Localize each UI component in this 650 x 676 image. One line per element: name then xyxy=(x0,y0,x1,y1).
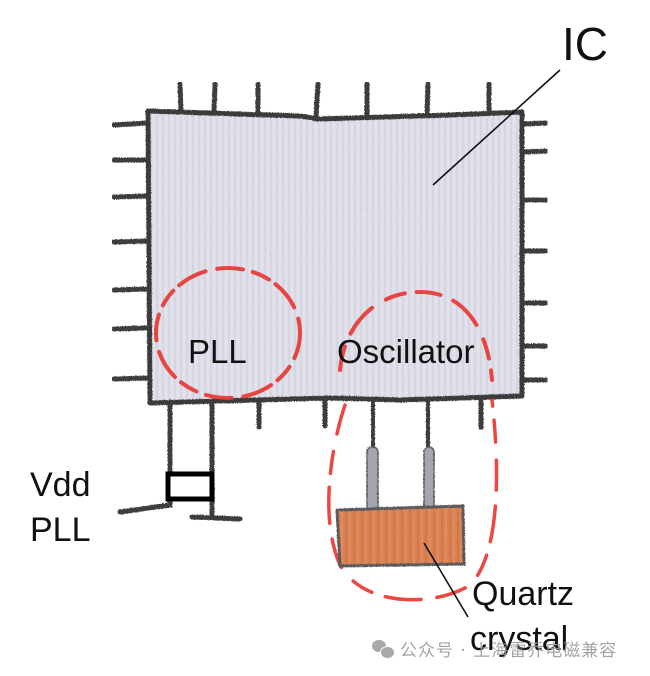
vdd-pll-label-line2: PLL xyxy=(30,511,91,549)
quartz-crystal-label-line1: Quartz xyxy=(472,575,574,613)
crystal-highlight-circle xyxy=(327,398,499,602)
pin xyxy=(211,81,218,115)
ic-chip-body xyxy=(145,108,525,406)
crystal-leads xyxy=(366,398,435,512)
pin xyxy=(111,325,151,332)
watermark: 公众号 · 上海雷乔电磁兼容 xyxy=(372,636,617,661)
ferrite-bead xyxy=(165,471,215,502)
quartz-crystal-label-line2: crystal xyxy=(470,620,568,658)
pin xyxy=(521,120,549,127)
pin xyxy=(111,238,153,245)
pin xyxy=(111,286,151,293)
watermark-text: 公众号 · 上海雷乔电磁兼容 xyxy=(400,641,618,661)
oscillator-highlight-circle xyxy=(338,289,494,382)
right-pins xyxy=(519,120,549,383)
pin xyxy=(111,193,151,200)
pin xyxy=(521,148,549,155)
pll-label: PLL xyxy=(188,333,247,370)
pin xyxy=(111,120,151,128)
vdd-pll-label-line1: Vdd xyxy=(30,466,91,504)
quartz-crystal-body xyxy=(335,504,466,568)
bottom-pins xyxy=(256,397,484,431)
pin xyxy=(111,375,151,382)
top-pins xyxy=(177,81,492,120)
left-pins xyxy=(111,120,153,382)
pll-highlight-circle xyxy=(154,266,302,400)
pin xyxy=(313,81,321,120)
wechat-icon xyxy=(372,639,395,659)
ic-leader-line xyxy=(432,69,561,186)
oscillator-label: Oscillator xyxy=(337,333,475,370)
crystal-leader-line xyxy=(423,542,469,618)
pin xyxy=(177,81,184,115)
ic-label: IC xyxy=(562,18,608,70)
pin xyxy=(424,81,431,119)
